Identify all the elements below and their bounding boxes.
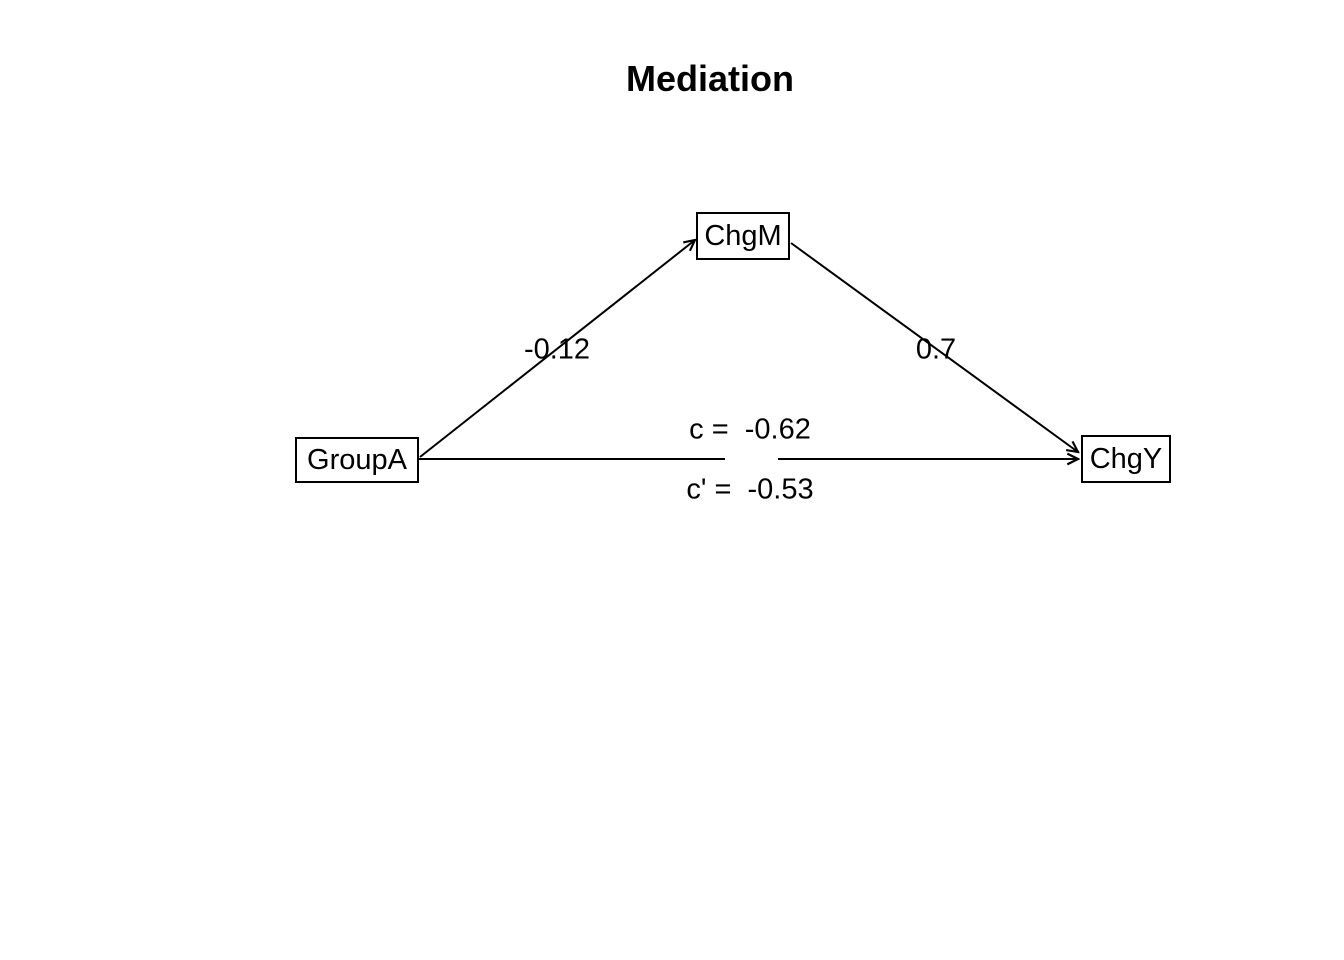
node-chgy: ChgY bbox=[1081, 435, 1171, 483]
plot-title: Mediation bbox=[626, 58, 794, 99]
edge-a-coefficient: -0.12 bbox=[523, 333, 591, 366]
node-chgy-label: ChgY bbox=[1089, 442, 1163, 475]
edge-b-coefficient: 0.7 bbox=[915, 333, 957, 366]
edge-c-prime-coefficient: c' = -0.53 bbox=[686, 473, 814, 506]
node-chgm: ChgM bbox=[696, 212, 790, 260]
edge-a-line bbox=[419, 240, 695, 458]
node-groupa: GroupA bbox=[295, 437, 419, 483]
edge-b-line bbox=[790, 242, 1078, 452]
edge-c-coefficient: c = -0.62 bbox=[689, 413, 811, 446]
node-chgm-label: ChgM bbox=[704, 219, 782, 252]
node-groupa-label: GroupA bbox=[307, 443, 407, 476]
